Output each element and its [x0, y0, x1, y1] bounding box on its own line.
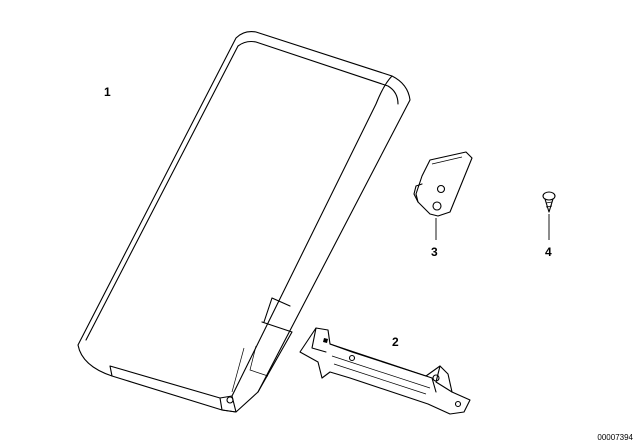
callout-3: 3	[431, 245, 438, 259]
part-4-screw	[542, 191, 556, 213]
reference-code: 00007394	[597, 433, 633, 442]
callout-2: 2	[392, 335, 399, 349]
callout-1: 1	[104, 85, 111, 99]
part-3-plate	[413, 151, 473, 217]
part-2-hinge-bracket	[299, 327, 471, 415]
part-1-armrest	[77, 31, 411, 413]
callout-4: 4	[545, 245, 552, 259]
